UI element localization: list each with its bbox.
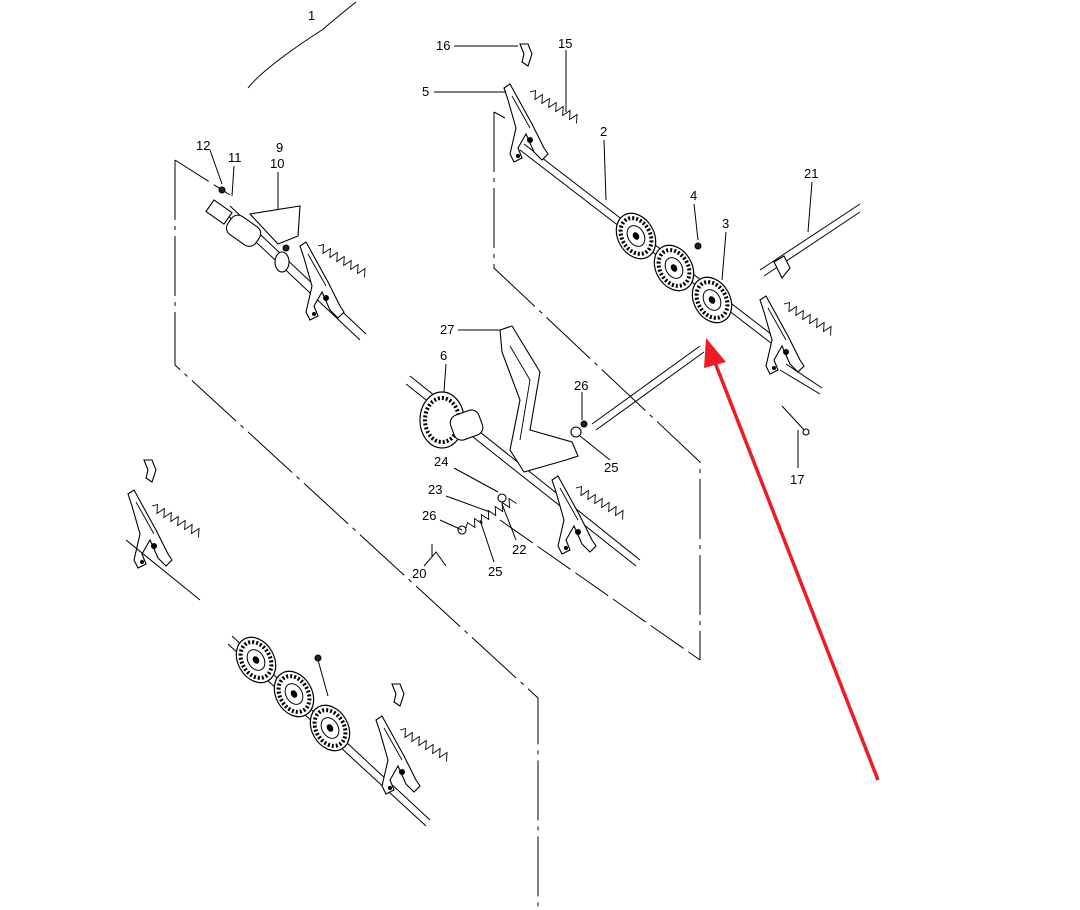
leader-lines <box>209 45 813 567</box>
callout-labels: 1 2 3 4 5 6 9 10 11 12 15 16 17 20 21 22… <box>196 8 818 581</box>
callout-22: 22 <box>512 542 526 557</box>
callout-5: 5 <box>422 84 429 99</box>
bottom-assembly <box>226 628 451 827</box>
callout-17: 17 <box>790 472 804 487</box>
callout-16: 16 <box>436 38 450 53</box>
left-assembly <box>125 459 203 601</box>
callout-24: 24 <box>434 454 448 469</box>
callout-2: 2 <box>600 124 607 139</box>
top-left-assembly <box>205 186 369 341</box>
top-shaft-assembly <box>503 43 861 436</box>
callout-27: 27 <box>440 322 454 337</box>
callout-3: 3 <box>722 216 729 231</box>
callout-12: 12 <box>196 138 210 153</box>
callout-26-lower: 26 <box>422 508 436 523</box>
callout-9: 9 <box>276 140 283 155</box>
middle-assembly <box>405 325 705 567</box>
callout-25-upper: 25 <box>604 460 618 475</box>
callout-6: 6 <box>440 348 447 363</box>
callout-23: 23 <box>428 482 442 497</box>
callout-21: 21 <box>804 166 818 181</box>
callout-15: 15 <box>558 36 572 51</box>
part-1-curve <box>247 1 357 89</box>
callout-11: 11 <box>228 150 242 165</box>
callout-20: 20 <box>412 566 426 581</box>
callout-10: 10 <box>270 156 284 171</box>
callout-4: 4 <box>690 188 697 203</box>
callout-26-upper: 26 <box>574 378 588 393</box>
callout-25-lower: 25 <box>488 564 502 579</box>
panel-outlines <box>174 111 701 908</box>
red-pointer-arrow <box>704 338 880 781</box>
callout-1: 1 <box>308 8 315 23</box>
